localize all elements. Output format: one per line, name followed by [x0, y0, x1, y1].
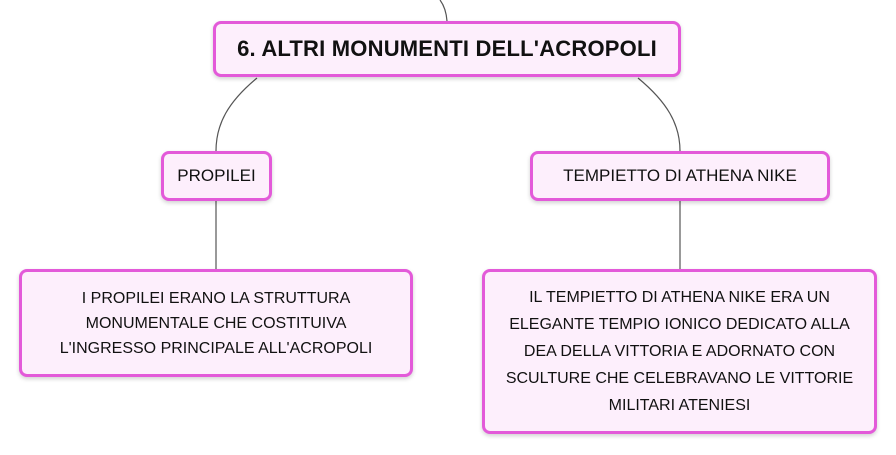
athena-nike-description-text: IL TEMPIETTO DI ATHENA NIKE ERA UN ELEGA…	[505, 289, 854, 414]
athena-nike-description-node[interactable]: IL TEMPIETTO DI ATHENA NIKE ERA UN ELEGA…	[482, 269, 877, 434]
propilei-node[interactable]: PROPILEI	[161, 151, 272, 201]
connector-title-to-nike	[637, 77, 681, 152]
athena-nike-node[interactable]: TEMPIETTO DI ATHENA NIKE	[530, 151, 830, 201]
connector-title-to-propilei	[215, 77, 258, 152]
title-node[interactable]: 6. ALTRI MONUMENTI DELL'ACROPOLI	[213, 21, 681, 77]
connector-parent-to-title	[439, 0, 448, 22]
propilei-description-text: I PROPILEI ERANO LA STRUTTURA MONUMENTAL…	[59, 289, 373, 357]
propilei-description-node[interactable]: I PROPILEI ERANO LA STRUTTURA MONUMENTAL…	[19, 269, 413, 377]
propilei-label: PROPILEI	[177, 166, 256, 185]
athena-nike-label: TEMPIETTO DI ATHENA NIKE	[563, 166, 797, 185]
title-text: 6. ALTRI MONUMENTI DELL'ACROPOLI	[237, 36, 657, 61]
